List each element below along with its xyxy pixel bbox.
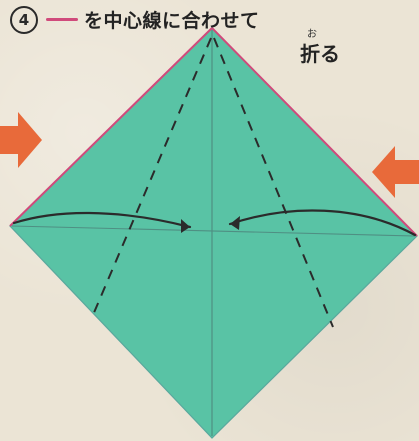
- instruction-text-line2: 折る: [300, 42, 340, 66]
- fold-guide-right: [213, 37, 334, 328]
- folding-edge-marks: [9, 27, 418, 237]
- instruction-header: 4 を中心線に合わせて お 折る: [8, 4, 408, 76]
- fold-guide-left: [92, 37, 212, 316]
- crease-horizontal: [11, 225, 416, 237]
- legend-line-sample: [46, 18, 78, 21]
- right-fold-arrow: [228, 209, 417, 237]
- right-arrow-icon: [0, 112, 42, 168]
- left-arrow-icon: [372, 146, 419, 198]
- ruby-reading: お: [307, 29, 317, 40]
- instruction-text-line1: を中心線に合わせて: [84, 10, 260, 32]
- step-number-badge: 4: [10, 6, 38, 34]
- left-fold-arrow: [12, 211, 192, 233]
- origami-diamond: [9, 27, 418, 439]
